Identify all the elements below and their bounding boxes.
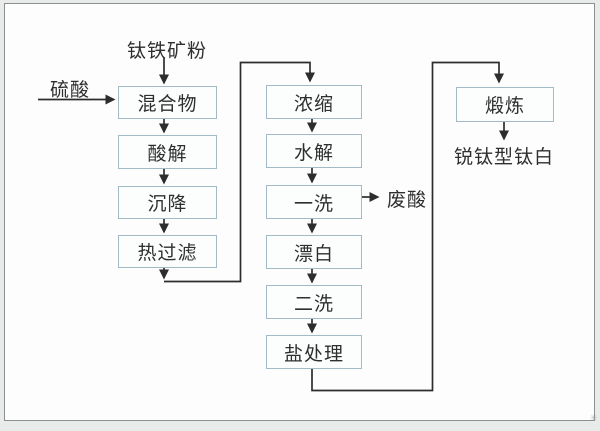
node-mixture: 混合物: [118, 86, 217, 119]
corner-artifact: ✳: [590, 414, 598, 424]
node-concentration: 浓缩: [266, 85, 362, 119]
label-ilmenite-powder: 钛铁矿粉: [126, 40, 207, 62]
node-first-wash: 一洗: [266, 185, 362, 219]
node-hydrolysis: 水解: [266, 134, 362, 168]
label-waste-acid: 废酸: [387, 189, 428, 211]
node-acidolysis: 酸解: [118, 135, 217, 169]
node-bleaching: 漂白: [266, 235, 362, 269]
label-sulfuric-acid: 硫酸: [50, 79, 91, 101]
node-second-wash: 二洗: [266, 285, 362, 319]
label-anatase-titanium-white: 锐钛型钛白: [453, 146, 554, 168]
node-sedimentation: 沉降: [118, 186, 217, 219]
node-calcination: 煅炼: [456, 87, 554, 122]
node-salt-treatment: 盐处理: [266, 335, 362, 369]
node-hot-filtration: 热过滤: [118, 235, 217, 268]
